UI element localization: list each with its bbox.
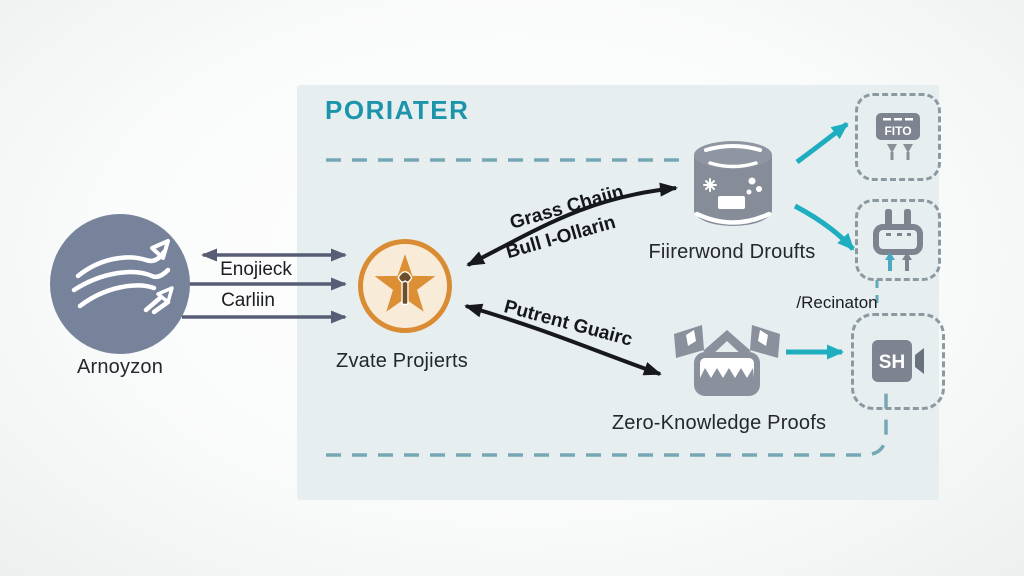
- star-torch-icon: [374, 254, 436, 312]
- plug-icon: [873, 209, 923, 271]
- zero-knowledge-proofs-label: Zero-Knowledge Proofs: [611, 412, 827, 434]
- carliin-label: Carliin: [221, 290, 275, 311]
- enojieck-label: Enojieck: [220, 259, 292, 280]
- sh-speaker-icon: SH: [872, 339, 924, 382]
- fiirerwond-droufts-label: Fiirerwond Droufts: [648, 241, 816, 263]
- database-icon: [694, 141, 772, 226]
- endpoint-box-plug: [855, 199, 941, 281]
- zvate-projierts-node: [358, 239, 452, 333]
- eagle-icon: [71, 239, 174, 315]
- sh-text: SH: [879, 352, 905, 373]
- crown-icon: [674, 325, 780, 396]
- arnoyzon-node: [50, 214, 190, 354]
- recinaton-label: /Recinaton: [796, 293, 878, 312]
- chip-text: FITO: [884, 124, 911, 138]
- arnoyzon-label: Arnoyzon: [76, 356, 164, 378]
- endpoint-box-sh: SH: [851, 313, 945, 410]
- chip-icon: FITO: [876, 113, 920, 160]
- panel-title: PORIATER: [325, 95, 470, 125]
- endpoint-box-chip: FITO: [855, 93, 941, 181]
- zvate-projierts-label: Zvate Projierts: [336, 350, 468, 372]
